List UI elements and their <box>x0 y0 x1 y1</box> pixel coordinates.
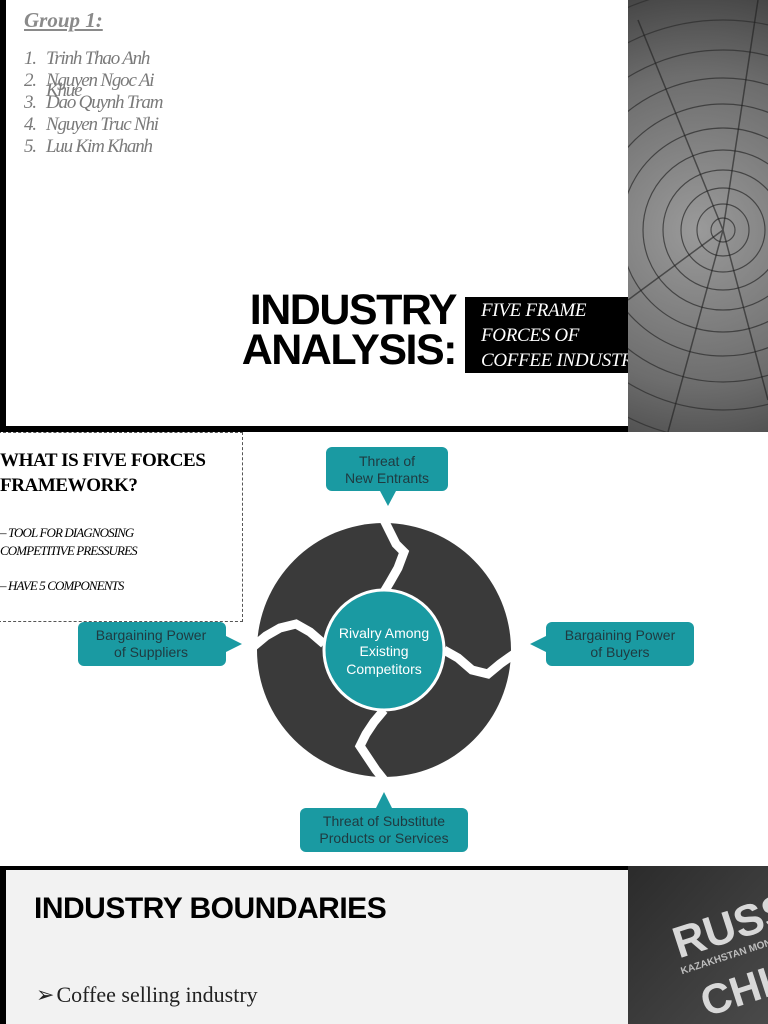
arrow-bullet-icon: ➢ <box>36 982 54 1007</box>
svg-text:Bargaining Power: Bargaining Power <box>565 627 676 643</box>
slide-title: Group 1: 1.Trinh Thao Anh 2.Nguyen Ngoc … <box>0 0 768 432</box>
svg-text:New Entrants: New Entrants <box>345 470 429 486</box>
member-item: 3.Dao Quynh Tram <box>24 92 224 114</box>
svg-text:of Buyers: of Buyers <box>590 644 649 660</box>
callout-new-entrants: Threat of New Entrants <box>326 447 448 506</box>
svg-text:Products or Services: Products or Services <box>319 830 448 846</box>
center-text-3: Competitors <box>346 661 421 677</box>
boundaries-bullet: ➢Coffee selling industry <box>36 982 258 1008</box>
center-text-1: Rivalry Among <box>339 625 429 641</box>
svg-text:Threat of: Threat of <box>359 453 415 469</box>
boundaries-panel: INDUSTRY BOUNDARIES ➢Coffee selling indu… <box>6 870 628 1024</box>
group-title: Group 1: <box>24 8 103 33</box>
callout-buyers: Bargaining Power of Buyers <box>530 622 694 666</box>
callout-suppliers: Bargaining Power of Suppliers <box>78 622 242 666</box>
callout-substitutes: Threat of Substitute Products or Service… <box>300 792 468 852</box>
boundaries-title: INDUSTRY BOUNDARIES <box>34 892 386 926</box>
wood-texture-image <box>628 0 768 432</box>
member-item: 1.Trinh Thao Anh <box>24 48 224 70</box>
member-item: 4.Nguyen Truc Nhi <box>24 114 224 136</box>
map-wall-photo: RUSSIA KAZAKHSTAN MONGOLIA CHINA <box>628 866 768 1024</box>
svg-text:of Suppliers: of Suppliers <box>114 644 188 660</box>
svg-text:Bargaining Power: Bargaining Power <box>96 627 207 643</box>
svg-text:Threat of Substitute: Threat of Substitute <box>323 813 445 829</box>
center-text-2: Existing <box>359 643 408 659</box>
slide-five-forces: WHAT IS FIVE FORCES FRAMEWORK? – TOOL FO… <box>0 432 768 866</box>
main-title: INDUSTRY ANALYSIS: <box>202 290 456 370</box>
five-forces-diagram: Rivalry Among Existing Competitors Threa… <box>0 432 768 866</box>
slide-industry-boundaries: INDUSTRY BOUNDARIES ➢Coffee selling indu… <box>0 866 768 1024</box>
member-item: 5.Luu Kim Khanh <box>24 136 224 158</box>
